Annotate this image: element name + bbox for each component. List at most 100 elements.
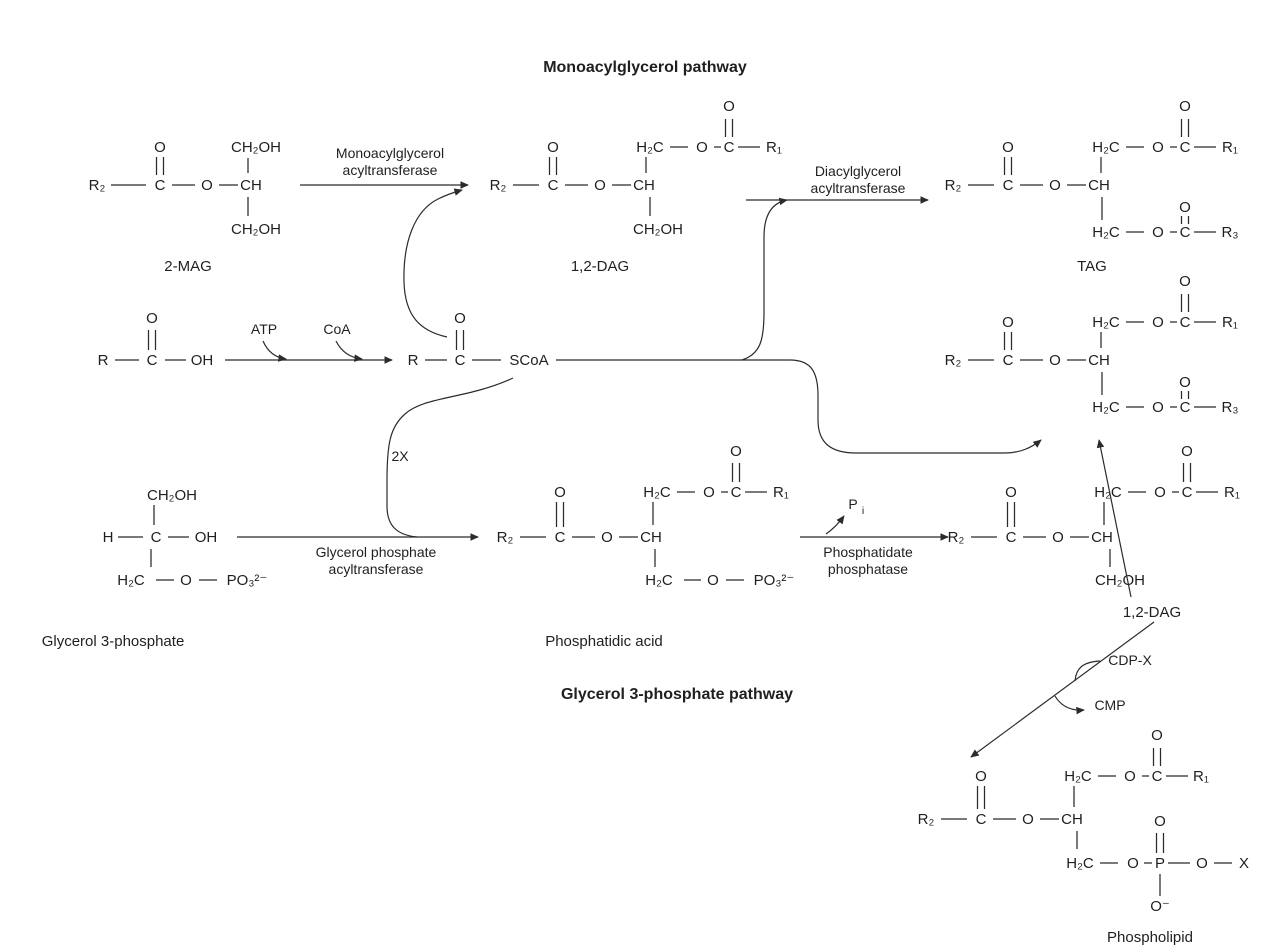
bonds xyxy=(425,330,501,361)
atom-ch2oh: CH₂OH xyxy=(633,221,683,238)
atom-r1: R₁ xyxy=(1224,484,1240,501)
bonds xyxy=(513,119,760,216)
atom-o: O xyxy=(201,177,213,194)
atom-h2c: H₂C xyxy=(643,484,671,501)
structure-glycerol-3-phosphate: CH₂OH H C OH H₂C O PO₃²⁻ Glycerol 3-phos… xyxy=(42,487,268,650)
atom-c: C xyxy=(147,352,158,369)
bonds xyxy=(115,330,186,361)
cofactor-cdp-x: CDP-X xyxy=(1108,652,1152,668)
atom-ch: CH xyxy=(633,177,655,194)
title-monoacylglycerol-pathway: Monoacylglycerol pathway xyxy=(543,59,747,76)
atom-ch: CH xyxy=(1088,352,1110,369)
atom-c: C xyxy=(455,352,466,369)
atom-r: R xyxy=(408,352,419,369)
atom-o: O xyxy=(547,139,559,156)
atom-o: O xyxy=(1022,811,1034,828)
atom-h2c: H₂C xyxy=(636,139,664,156)
atom-o: O xyxy=(601,529,613,546)
reaction-dgat: Diacylglycerol acyltransferase xyxy=(746,163,929,204)
atom-r2: R₂ xyxy=(918,811,935,828)
connector-acylcoa-to-dgat xyxy=(741,197,788,361)
atom-h2c: H₂C xyxy=(645,572,673,589)
atom-o: O xyxy=(154,139,166,156)
atom-o-minus: O⁻ xyxy=(1150,898,1170,915)
atom-ch2oh: CH₂OH xyxy=(231,139,281,156)
connector-acylcoa-to-tag xyxy=(556,359,1042,454)
atom-r1: R₁ xyxy=(1193,768,1209,785)
atom-c: C xyxy=(1152,768,1163,785)
enzyme-mgat-line2: acyltransferase xyxy=(343,162,438,178)
bonds xyxy=(968,119,1216,233)
curve-2x xyxy=(386,377,514,538)
atom-o: O xyxy=(594,177,606,194)
atom-r2: R₂ xyxy=(89,177,106,194)
atom-c: C xyxy=(1003,177,1014,194)
bonds xyxy=(968,294,1216,408)
atom-r2: R₂ xyxy=(490,177,507,194)
reaction-gpat: Glycerol phosphate acyltransferase xyxy=(237,533,479,577)
atom-ch: CH xyxy=(1091,529,1113,546)
arrow-pi-out xyxy=(825,515,845,535)
atom-o: O xyxy=(1005,484,1017,501)
atom-o: O xyxy=(1049,177,1061,194)
label-12-dag-top: 1,2-DAG xyxy=(571,258,629,275)
atom-c: C xyxy=(1006,529,1017,546)
cofactor-atp: ATP xyxy=(251,321,277,337)
atom-o: O xyxy=(975,768,987,785)
atom-r3: R₃ xyxy=(1222,399,1239,416)
atom-r1: R₁ xyxy=(766,139,782,156)
atom-c: C xyxy=(1182,484,1193,501)
atom-h2c: H₂C xyxy=(1092,399,1120,416)
cofactor-2x: 2X xyxy=(391,448,409,464)
atom-o: O xyxy=(1002,139,1014,156)
label-phosphatidic-acid: Phosphatidic acid xyxy=(545,633,663,650)
atom-ch: CH xyxy=(1061,811,1083,828)
atom-c: C xyxy=(1180,314,1191,331)
enzyme-pap-line2: phosphatase xyxy=(828,561,908,577)
atom-o: O xyxy=(1152,314,1164,331)
atom-h2c: H₂C xyxy=(117,572,145,589)
atom-r1: R₁ xyxy=(1222,314,1238,331)
connector-dag-to-tag xyxy=(1096,439,1132,598)
atom-o: O xyxy=(1179,199,1191,216)
enzyme-dgat-line1: Diacylglycerol xyxy=(815,163,901,179)
atom-r1: R₁ xyxy=(773,484,789,501)
atom-o: O xyxy=(1124,768,1136,785)
cofactor-cmp: CMP xyxy=(1094,697,1125,713)
cofactor-pi-subscript: i xyxy=(862,505,864,517)
atom-o: O xyxy=(1154,484,1166,501)
structure-12-dag-bottom: O H₂C O C R₁ O R₂ C O CH CH₂OH 1,2-DAG xyxy=(948,443,1240,621)
atom-oh: OH xyxy=(191,352,214,369)
atom-o: O xyxy=(1179,98,1191,115)
structure-phospholipid: O H₂C O C R₁ O R₂ C O CH O H₂C O P O X O… xyxy=(918,727,1249,945)
atom-c: C xyxy=(1180,224,1191,241)
bonds xyxy=(118,505,217,581)
atom-o: O xyxy=(180,572,192,589)
atom-c: C xyxy=(976,811,987,828)
atom-r: R xyxy=(98,352,109,369)
enzyme-dgat-line2: acyltransferase xyxy=(811,180,906,196)
enzyme-gpat-line1: Glycerol phosphate xyxy=(316,544,437,560)
connector-acylcoa-to-mgat xyxy=(403,188,463,338)
atom-h2c: H₂C xyxy=(1092,139,1120,156)
arrow-cmp-out xyxy=(1054,695,1085,715)
atom-c: C xyxy=(731,484,742,501)
bonds xyxy=(971,463,1218,567)
atom-ch: CH xyxy=(640,529,662,546)
atom-o: O xyxy=(1196,855,1208,872)
atom-r1: R₁ xyxy=(1222,139,1238,156)
atom-o: O xyxy=(454,310,466,327)
atom-h2c: H₂C xyxy=(1064,768,1092,785)
atom-po3: PO₃²⁻ xyxy=(227,572,268,589)
atom-o: O xyxy=(1154,813,1166,830)
atom-r3: R₃ xyxy=(1222,224,1239,241)
structure-acyl-coa: O R C SCoA xyxy=(408,310,549,369)
structure-2-mag: O CH₂OH R₂ C O CH CH₂OH 2-MAG xyxy=(89,139,281,275)
atom-o: O xyxy=(723,98,735,115)
atom-o: O xyxy=(707,572,719,589)
arrow-atp-in xyxy=(262,340,287,362)
cofactor-pi: P xyxy=(848,496,857,512)
atom-o: O xyxy=(703,484,715,501)
